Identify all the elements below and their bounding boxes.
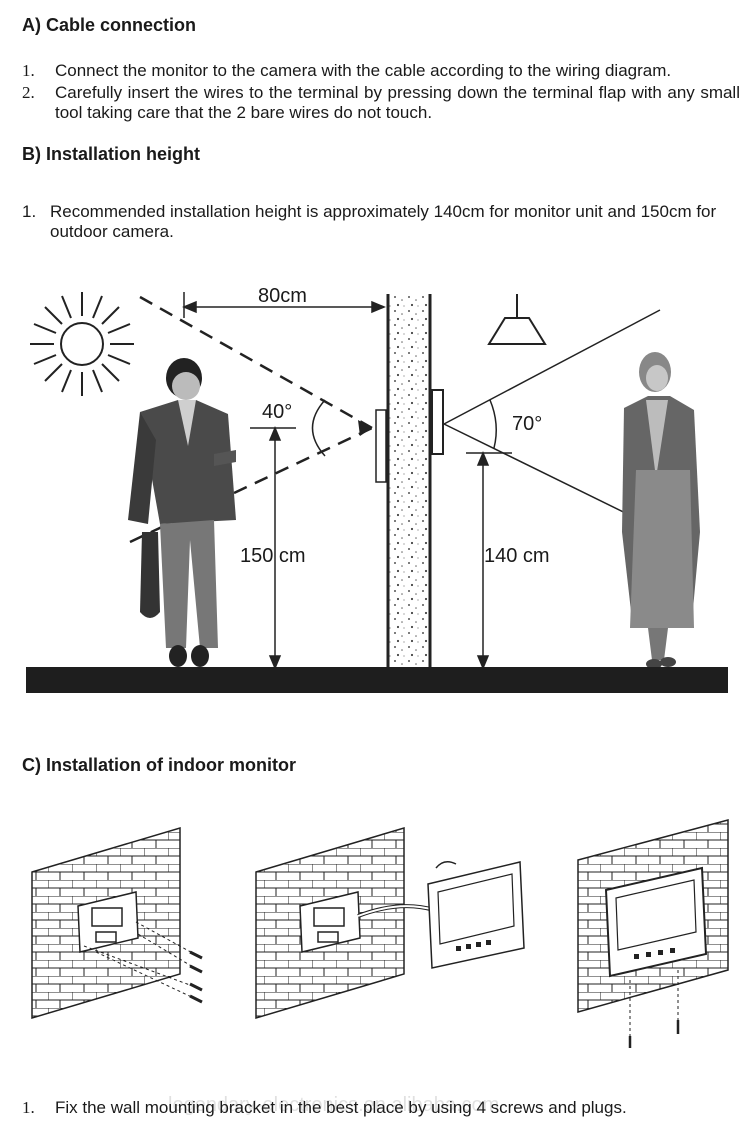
brick-wall-step-1 [31,826,203,1020]
mounting-bracket [77,891,139,953]
section-a-heading: A) Cable connection [22,15,197,35]
outdoor-camera [375,409,387,483]
screw-icon [628,1020,680,1048]
item-number: 2. [22,83,35,102]
list-item: 1. Recommended installation height is ap… [22,202,722,242]
camera-height-label: 150 cm [240,545,306,567]
monitor-height-label: 140 cm [484,545,550,567]
item-text: Carefully insert the wires to the termin… [55,83,740,122]
item-text: Recommended installation height is appro… [50,202,717,241]
woman-figure [622,352,700,669]
sun-icon [30,292,134,396]
section-c-heading: C) Installation of indoor monitor [22,755,296,775]
camera-height-dimension [250,426,296,670]
brick-wall-step-3 [577,819,729,1048]
installation-height-diagram: 80cm 40° 70° 150 cm 140 cm [26,285,728,693]
list-item: 1. Connect the monitor to the camera wit… [22,61,740,81]
list-item: 2. Carefully insert the wires to the ter… [22,83,740,123]
monitor-angle-label: 70° [512,413,542,435]
mounting-bracket [299,891,361,953]
list-item: 1. Fix the wall mounting bracket in the … [22,1098,740,1118]
watermark: legendary-electronics.en.alibaba.com [168,1094,500,1116]
camera-angle-label: 40° [262,401,292,423]
camera-view-cone [129,295,373,544]
indoor-monitor [431,389,444,455]
man-figure [128,358,236,667]
item-text: Fix the wall mounting bracket in the bes… [55,1098,627,1117]
monitor-unit [604,866,708,978]
item-number: 1. [22,202,37,221]
monitor-unit [427,861,525,969]
camera-angle-arc [311,399,326,457]
item-number: 1. [22,61,35,80]
monitor-height-dimension [466,451,512,670]
brick-wall-step-2 [255,826,525,1020]
screw-icon [189,950,203,1004]
ceiling-lamp-icon [487,294,547,345]
ground [26,667,728,693]
section-b-heading: B) Installation height [22,144,200,164]
item-number: 1. [22,1098,35,1117]
distance-label: 80cm [258,285,307,307]
rotate-arrow-icon [435,861,457,869]
item-text: Connect the monitor to the camera with t… [55,61,672,80]
distance-dimension [182,292,386,318]
monitor-installation-illustrations [31,819,729,1048]
monitor-view-cone [443,309,661,529]
wall-section [386,294,432,668]
